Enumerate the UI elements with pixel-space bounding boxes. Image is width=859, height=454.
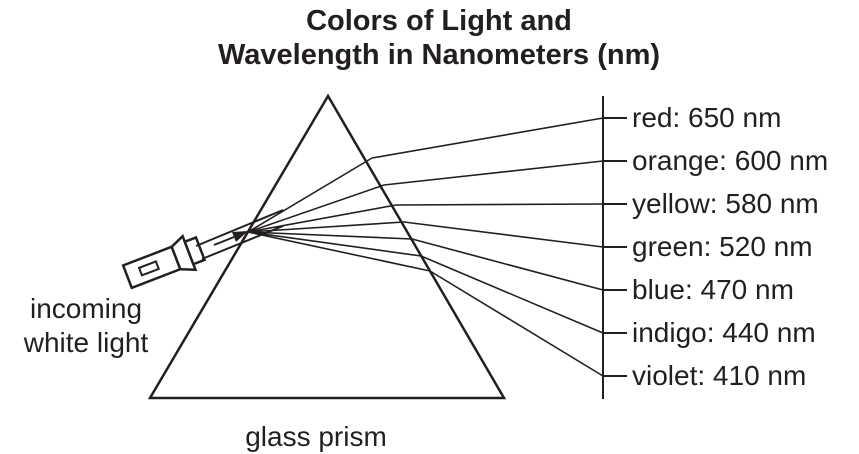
outer-rays (371, 117, 604, 377)
color-label-blue: blue: 470 nm (632, 274, 794, 305)
title-line-1: Colors of Light and (306, 5, 572, 37)
color-scale (602, 96, 627, 399)
inner-rays (247, 157, 431, 272)
incoming-light-label-line-2: white light (23, 327, 149, 358)
incoming-light-label-line-1: incoming (30, 293, 142, 324)
inner-ray-violet (247, 231, 431, 272)
color-label-yellow: yellow: 580 nm (632, 188, 819, 219)
outer-ray-orange (383, 160, 604, 186)
inner-ray-indigo (247, 231, 422, 257)
incoming-light-beam (195, 209, 284, 260)
outer-ray-blue (411, 238, 604, 291)
outer-ray-indigo (420, 255, 604, 334)
color-label-green: green: 520 nm (632, 231, 813, 262)
color-label-indigo: indigo: 440 nm (632, 317, 816, 348)
outer-ray-green (403, 221, 604, 248)
inner-ray-green (247, 221, 405, 233)
title-line-2: Wavelength in Nanometers (nm) (218, 39, 660, 71)
flashlight-icon (121, 233, 207, 290)
glass-prism-label: glass prism (245, 421, 387, 452)
inner-ray-red (247, 157, 373, 233)
color-labels: red: 650 nm orange: 600 nm yellow: 580 n… (632, 102, 828, 391)
color-label-orange: orange: 600 nm (632, 145, 828, 176)
arrow-icon (213, 231, 248, 246)
outer-ray-violet (429, 270, 604, 377)
inner-ray-blue (247, 231, 413, 240)
inner-ray-yellow (247, 204, 397, 233)
inner-ray-orange (247, 184, 385, 233)
outer-ray-red (371, 117, 604, 159)
color-label-violet: violet: 410 nm (632, 360, 806, 391)
outer-ray-yellow (395, 203, 604, 206)
glass-prism (147, 93, 507, 400)
color-label-red: red: 650 nm (632, 102, 781, 133)
